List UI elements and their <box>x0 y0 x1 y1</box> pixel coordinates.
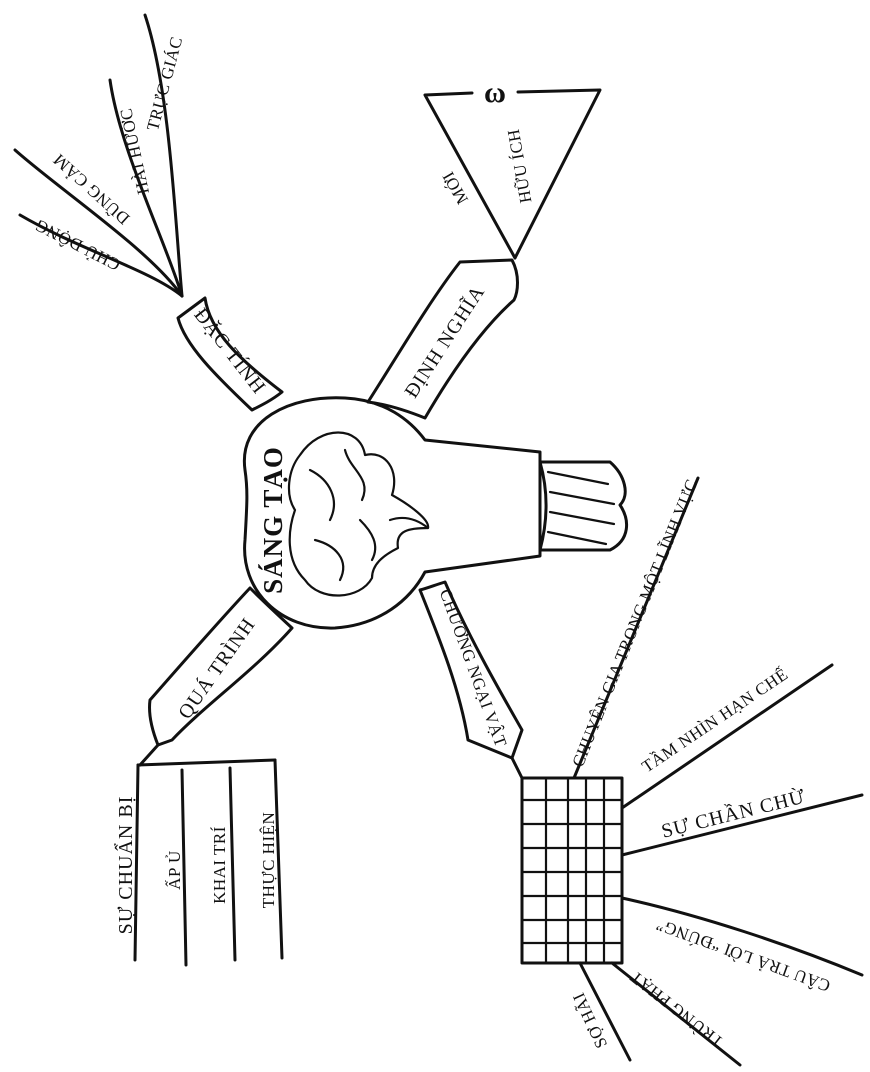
brick-wall-icon <box>520 776 624 965</box>
process-item-4: THỰC HIỆN <box>259 812 278 909</box>
light-bulb: SÁNG TẠO <box>242 396 629 630</box>
process-item-2: ẤP Ủ <box>165 850 184 890</box>
definition-triangle <box>423 88 602 260</box>
branch-characteristics: ĐẶC TÍNH CHỦ ĐỘNG DŨNG CẢM HÀI HƯỚC TRỰC… <box>13 13 284 412</box>
branch-process: QUÁ TRÌNH SỰ CHUẨN BỊ ẤP Ủ KHAI TRÍ THỰC… <box>113 586 294 967</box>
obstacle-item-6: SỢ HÃI <box>569 989 611 1051</box>
brain-icon <box>287 431 430 597</box>
characteristics-lines <box>13 13 184 298</box>
characteristic-item-4: TRỰC GIÁC <box>143 34 186 132</box>
obstacle-item-5: TRỪNG PHẠT <box>626 967 727 1052</box>
definition-item-2: HỮU ÍCH <box>504 127 536 204</box>
process-item-1: SỰ CHUẨN BỊ <box>113 796 137 935</box>
process-item-3: KHAI TRÍ <box>210 826 229 904</box>
obstacles-lines <box>572 476 864 1067</box>
definition-symbol: ω <box>484 76 506 109</box>
center-label: SÁNG TẠO <box>258 446 288 594</box>
obstacle-item-2: TẦM NHÌN HẠN CHẾ <box>638 665 791 777</box>
bulb-base <box>538 460 629 552</box>
process-lines <box>133 758 284 967</box>
branch-definition: ĐỊNH NGHĨA ω MỚI HỮU ÍCH <box>366 76 602 420</box>
obstacle-item-4: CÂU TRẢ LỜI “ĐÚNG” <box>653 915 832 996</box>
